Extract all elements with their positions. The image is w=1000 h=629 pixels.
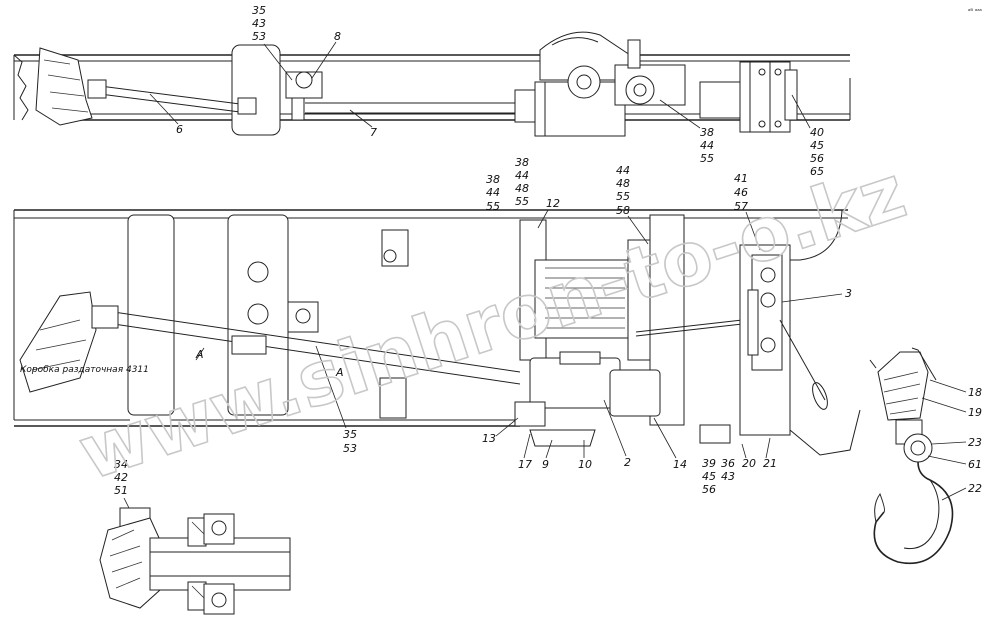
callout-38-mid-a: 38 — [486, 173, 500, 186]
callout-35: 35 — [252, 4, 266, 17]
callout-56-top: 56 — [810, 152, 824, 165]
callout-43: 43 — [252, 17, 266, 30]
section-detail — [99, 507, 291, 615]
callout-65: 65 — [810, 165, 824, 178]
callout-34: 34 — [114, 458, 128, 471]
callout-17: 17 — [518, 458, 532, 471]
callout-3: 3 — [845, 287, 852, 300]
callout-21: 21 — [763, 457, 777, 470]
callout-43-bottom: 43 — [721, 470, 735, 483]
callout-8: 8 — [334, 30, 341, 43]
callout-56-bottom: 56 — [702, 483, 716, 496]
callout-10: 10 — [578, 458, 592, 471]
callout-55-mid-c: 55 — [616, 190, 630, 203]
callout-46: 46 — [734, 186, 748, 199]
callout-22: 22 — [968, 482, 982, 495]
callout-55-top: 55 — [700, 152, 714, 165]
middle-view — [13, 209, 861, 456]
callout-35-bottom: 35 — [343, 428, 357, 441]
callout-41: 41 — [734, 172, 748, 185]
callout-40: 40 — [810, 126, 824, 139]
callout-44-mid-a: 44 — [486, 186, 500, 199]
callout-19: 19 — [968, 406, 982, 419]
callout-51: 51 — [114, 484, 128, 497]
corner-mark: ᵃᴮ ᵃᵃᵃ — [968, 8, 982, 15]
callout-45-bottom: 45 — [702, 470, 716, 483]
callout-23: 23 — [968, 436, 982, 449]
callout-44-mid-c: 44 — [616, 164, 630, 177]
callout-48-mid-b: 48 — [515, 182, 529, 195]
hook-detail — [869, 347, 954, 564]
bottom-callouts: 35 53 13 17 9 10 2 14 39 45 56 36 43 20 … — [114, 345, 777, 511]
callout-18: 18 — [968, 386, 982, 399]
callout-53-bottom: 53 — [343, 442, 357, 455]
callout-42: 42 — [114, 471, 128, 484]
callout-7: 7 — [370, 126, 377, 139]
section-mark-a-right: A — [335, 366, 344, 379]
callout-14: 14 — [673, 458, 687, 471]
callout-45-top: 45 — [810, 139, 824, 152]
middle-callouts: 38 44 55 38 44 48 55 12 44 48 55 58 41 4… — [486, 156, 852, 303]
top-callouts: 35 43 53 8 6 7 38 44 55 40 45 56 65 — [149, 4, 824, 178]
callout-58: 58 — [616, 204, 630, 217]
callout-39: 39 — [702, 457, 716, 470]
callout-12: 12 — [546, 197, 560, 210]
top-view — [13, 31, 851, 137]
transfer-box-note: Коробка раздаточная 4311 — [20, 365, 149, 375]
callout-38-top: 38 — [700, 126, 714, 139]
callout-48-mid-c: 48 — [616, 177, 630, 190]
callout-2: 2 — [624, 456, 631, 469]
callout-20: 20 — [742, 457, 756, 470]
callout-36: 36 — [721, 457, 735, 470]
callout-38-mid-b: 38 — [515, 156, 529, 169]
callout-13: 13 — [482, 432, 496, 445]
callout-44-mid-b: 44 — [515, 169, 529, 182]
callout-44-top: 44 — [700, 139, 714, 152]
callout-55-mid-a: 55 — [486, 200, 500, 213]
callout-61: 61 — [968, 458, 982, 471]
callout-57: 57 — [734, 200, 748, 213]
hook-callouts: 18 19 23 61 22 — [921, 379, 982, 501]
callout-9: 9 — [542, 458, 549, 471]
callout-53: 53 — [252, 30, 266, 43]
callout-55-mid-b: 55 — [515, 195, 529, 208]
callout-6: 6 — [176, 123, 183, 136]
